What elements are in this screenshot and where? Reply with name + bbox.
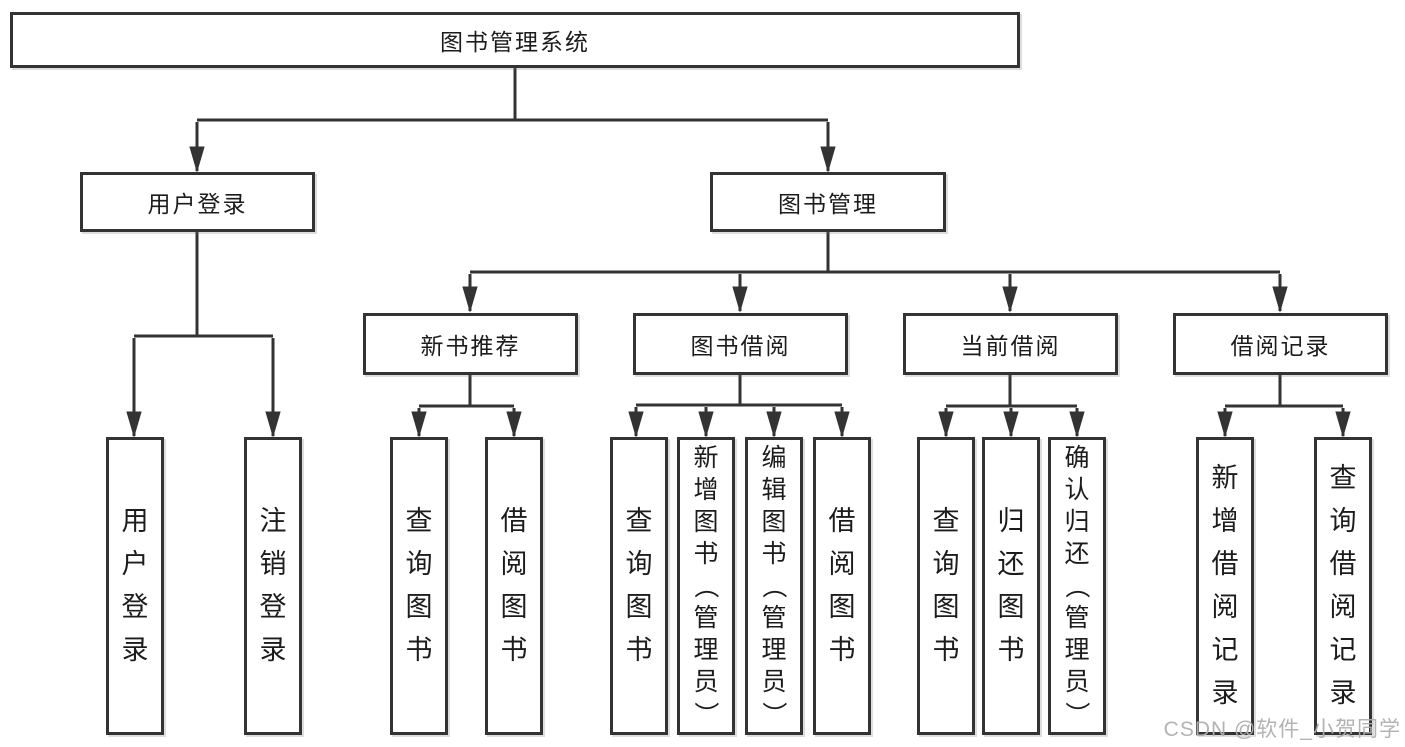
node-label: 用户登录 <box>147 191 248 217</box>
connector-newbook-to-leaves <box>411 375 522 438</box>
node-label: 借阅图书 <box>500 506 528 665</box>
node-user-login: 用户登录 <box>80 172 315 232</box>
connector-root-to-level2 <box>189 68 836 173</box>
node-book-management: 图书管理 <box>710 172 946 232</box>
node-leaf-query-books: 查询图书 <box>917 437 975 735</box>
node-label: 新书推荐 <box>420 333 521 359</box>
node-label: 确认归还（管理员） <box>1062 444 1091 727</box>
node-label: 查询图书 <box>625 506 653 665</box>
node-library-system: 图书管理系统 <box>10 12 1020 68</box>
connector-current-to-leaves <box>938 375 1085 438</box>
node-label: 查询图书 <box>932 506 960 665</box>
node-label: 归还图书 <box>997 506 1025 665</box>
node-borrowing-records: 借阅记录 <box>1173 313 1388 375</box>
node-leaf-query-borrow-record: 查询借阅记录 <box>1314 437 1372 735</box>
node-leaf-borrow-books: 借阅图书 <box>485 437 543 735</box>
node-leaf-user-login: 用户登录 <box>106 437 164 735</box>
node-label: 借阅记录 <box>1230 333 1331 359</box>
connector-borrow-to-leaves <box>628 375 850 438</box>
node-label: 借阅图书 <box>828 506 856 665</box>
node-label: 用户登录 <box>121 506 149 665</box>
node-leaf-query-books: 查询图书 <box>390 437 448 735</box>
connector-records-to-leaves <box>1217 375 1351 438</box>
node-leaf-confirm-return-admin: 确认归还（管理员） <box>1048 437 1106 735</box>
node-leaf-borrow-books: 借阅图书 <box>813 437 871 735</box>
node-leaf-return-books: 归还图书 <box>982 437 1040 735</box>
node-leaf-query-books: 查询图书 <box>610 437 668 735</box>
node-current-borrowing: 当前借阅 <box>903 313 1118 375</box>
connector-userlogin-to-leaves <box>126 232 281 438</box>
node-leaf-add-books-admin: 新增图书（管理员） <box>677 437 735 735</box>
node-label: 编辑图书（管理员） <box>759 444 788 727</box>
node-leaf-edit-books-admin: 编辑图书（管理员） <box>745 437 803 735</box>
node-label: 图书管理系统 <box>440 29 590 55</box>
node-label: 图书管理 <box>778 191 878 217</box>
node-label: 新增图书（管理员） <box>691 444 720 727</box>
node-label: 查询图书 <box>405 506 433 665</box>
csdn-watermark: CSDN @软件_小贺同学 <box>1163 718 1401 741</box>
node-label: 注销登录 <box>259 506 287 665</box>
node-new-book-recommend: 新书推荐 <box>363 313 578 375</box>
node-label: 新增借阅记录 <box>1211 463 1239 708</box>
node-leaf-logout: 注销登录 <box>244 437 302 735</box>
node-book-borrowing: 图书借阅 <box>633 313 848 375</box>
node-label: 当前借阅 <box>960 333 1061 359</box>
node-label: 图书借阅 <box>690 333 791 359</box>
node-leaf-add-borrow-record: 新增借阅记录 <box>1196 437 1254 735</box>
connector-bookmgmt-to-level3 <box>462 232 1288 313</box>
node-label: 查询借阅记录 <box>1329 463 1357 708</box>
